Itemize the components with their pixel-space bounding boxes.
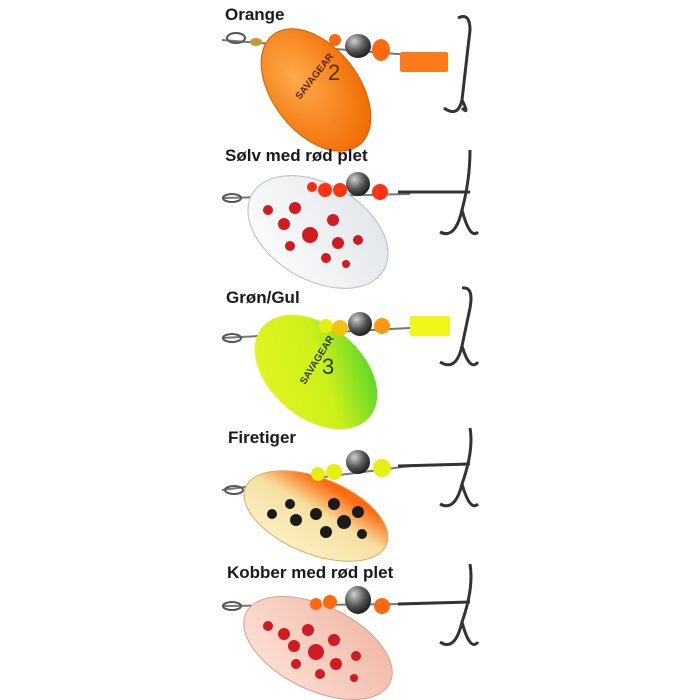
swivel-icon — [222, 333, 242, 343]
bead-icon — [345, 586, 371, 614]
variant-label-gron-gul: Grøn/Gul — [226, 288, 300, 307]
treble-hook-icon — [397, 427, 480, 508]
swivel-icon — [222, 601, 242, 611]
bead-icon — [346, 450, 370, 474]
bead-icon — [329, 34, 341, 46]
swivel-icon — [222, 193, 242, 203]
blade — [260, 28, 372, 152]
blade-number: 3 — [322, 354, 334, 379]
swivel-icon — [224, 485, 244, 495]
lure-gron-gul: SAVAGEAR 3 — [221, 286, 480, 430]
clevis-icon — [250, 38, 262, 46]
variant-label-orange: Orange — [225, 5, 285, 24]
hook-tube — [410, 316, 450, 336]
treble-hook-icon — [443, 15, 472, 114]
bead-icon — [346, 172, 370, 196]
bead-icon — [372, 39, 390, 61]
variant-label-kobber: Kobber med rød plet — [227, 563, 394, 582]
hook-tube — [400, 52, 448, 72]
lure-kobber — [221, 563, 480, 700]
blade — [254, 314, 378, 430]
blade-spots — [263, 202, 363, 268]
blade-spots — [267, 498, 367, 539]
lure-orange: SAVAGEAR 2 — [221, 15, 472, 152]
lure-solv — [221, 149, 480, 289]
bead-icon — [348, 312, 372, 336]
blade-spots — [263, 621, 361, 682]
lure-firetiger — [221, 427, 480, 562]
blade-number: 2 — [328, 60, 340, 85]
variant-label-firetiger: Firetiger — [228, 428, 297, 447]
bead-icon — [345, 34, 371, 58]
treble-hook-icon — [398, 149, 480, 236]
treble-hook-icon — [397, 563, 480, 646]
variant-label-solv: Sølv med rød plet — [225, 146, 368, 165]
blade — [243, 595, 393, 700]
treble-hook-icon — [439, 286, 480, 367]
swivel-icon — [226, 32, 246, 44]
